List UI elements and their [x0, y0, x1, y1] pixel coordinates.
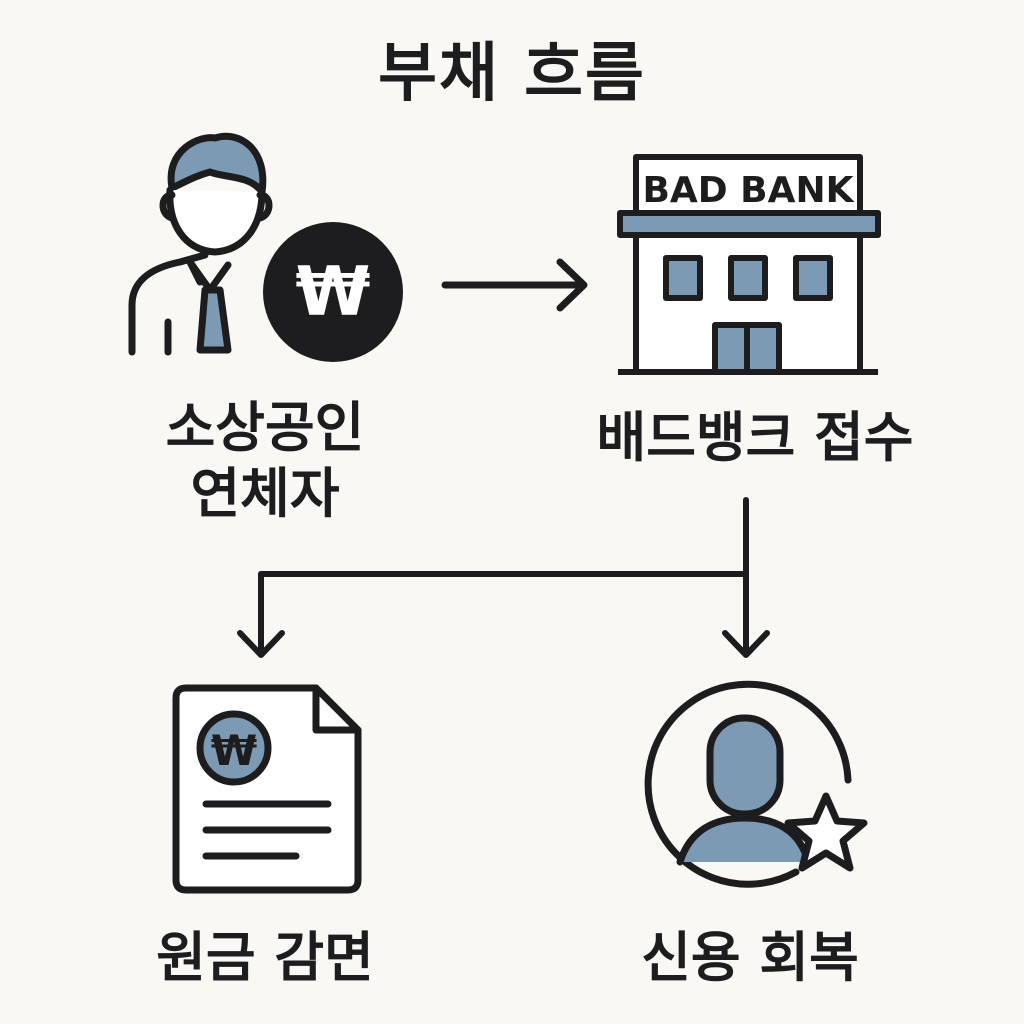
badbank-label: 배드뱅크 접수: [596, 406, 914, 469]
credit-recovery-label: 신용 회복: [641, 926, 859, 989]
won-coin-icon: ₩: [263, 222, 403, 362]
user-star-icon: [644, 680, 868, 888]
won-symbol: ₩: [295, 253, 370, 332]
debtor-label-line2: 연체자: [190, 462, 340, 525]
won-document-icon: ₩: [172, 684, 362, 894]
won-symbol-doc: ₩: [211, 726, 257, 775]
debtor-label: 소상공인 연체자: [100, 395, 430, 527]
debtor-label-line1: 소상공인: [165, 396, 365, 459]
split-connector: [237, 497, 770, 658]
arrow-to-badbank: [441, 258, 588, 312]
page-title: 부채 흐름: [378, 37, 646, 111]
bank-building-icon: BAD BANK: [617, 154, 881, 375]
person-icon: [128, 132, 273, 356]
principal-reduction-label: 원금 감면: [156, 926, 374, 989]
bad-bank-sign: BAD BANK: [642, 170, 854, 211]
